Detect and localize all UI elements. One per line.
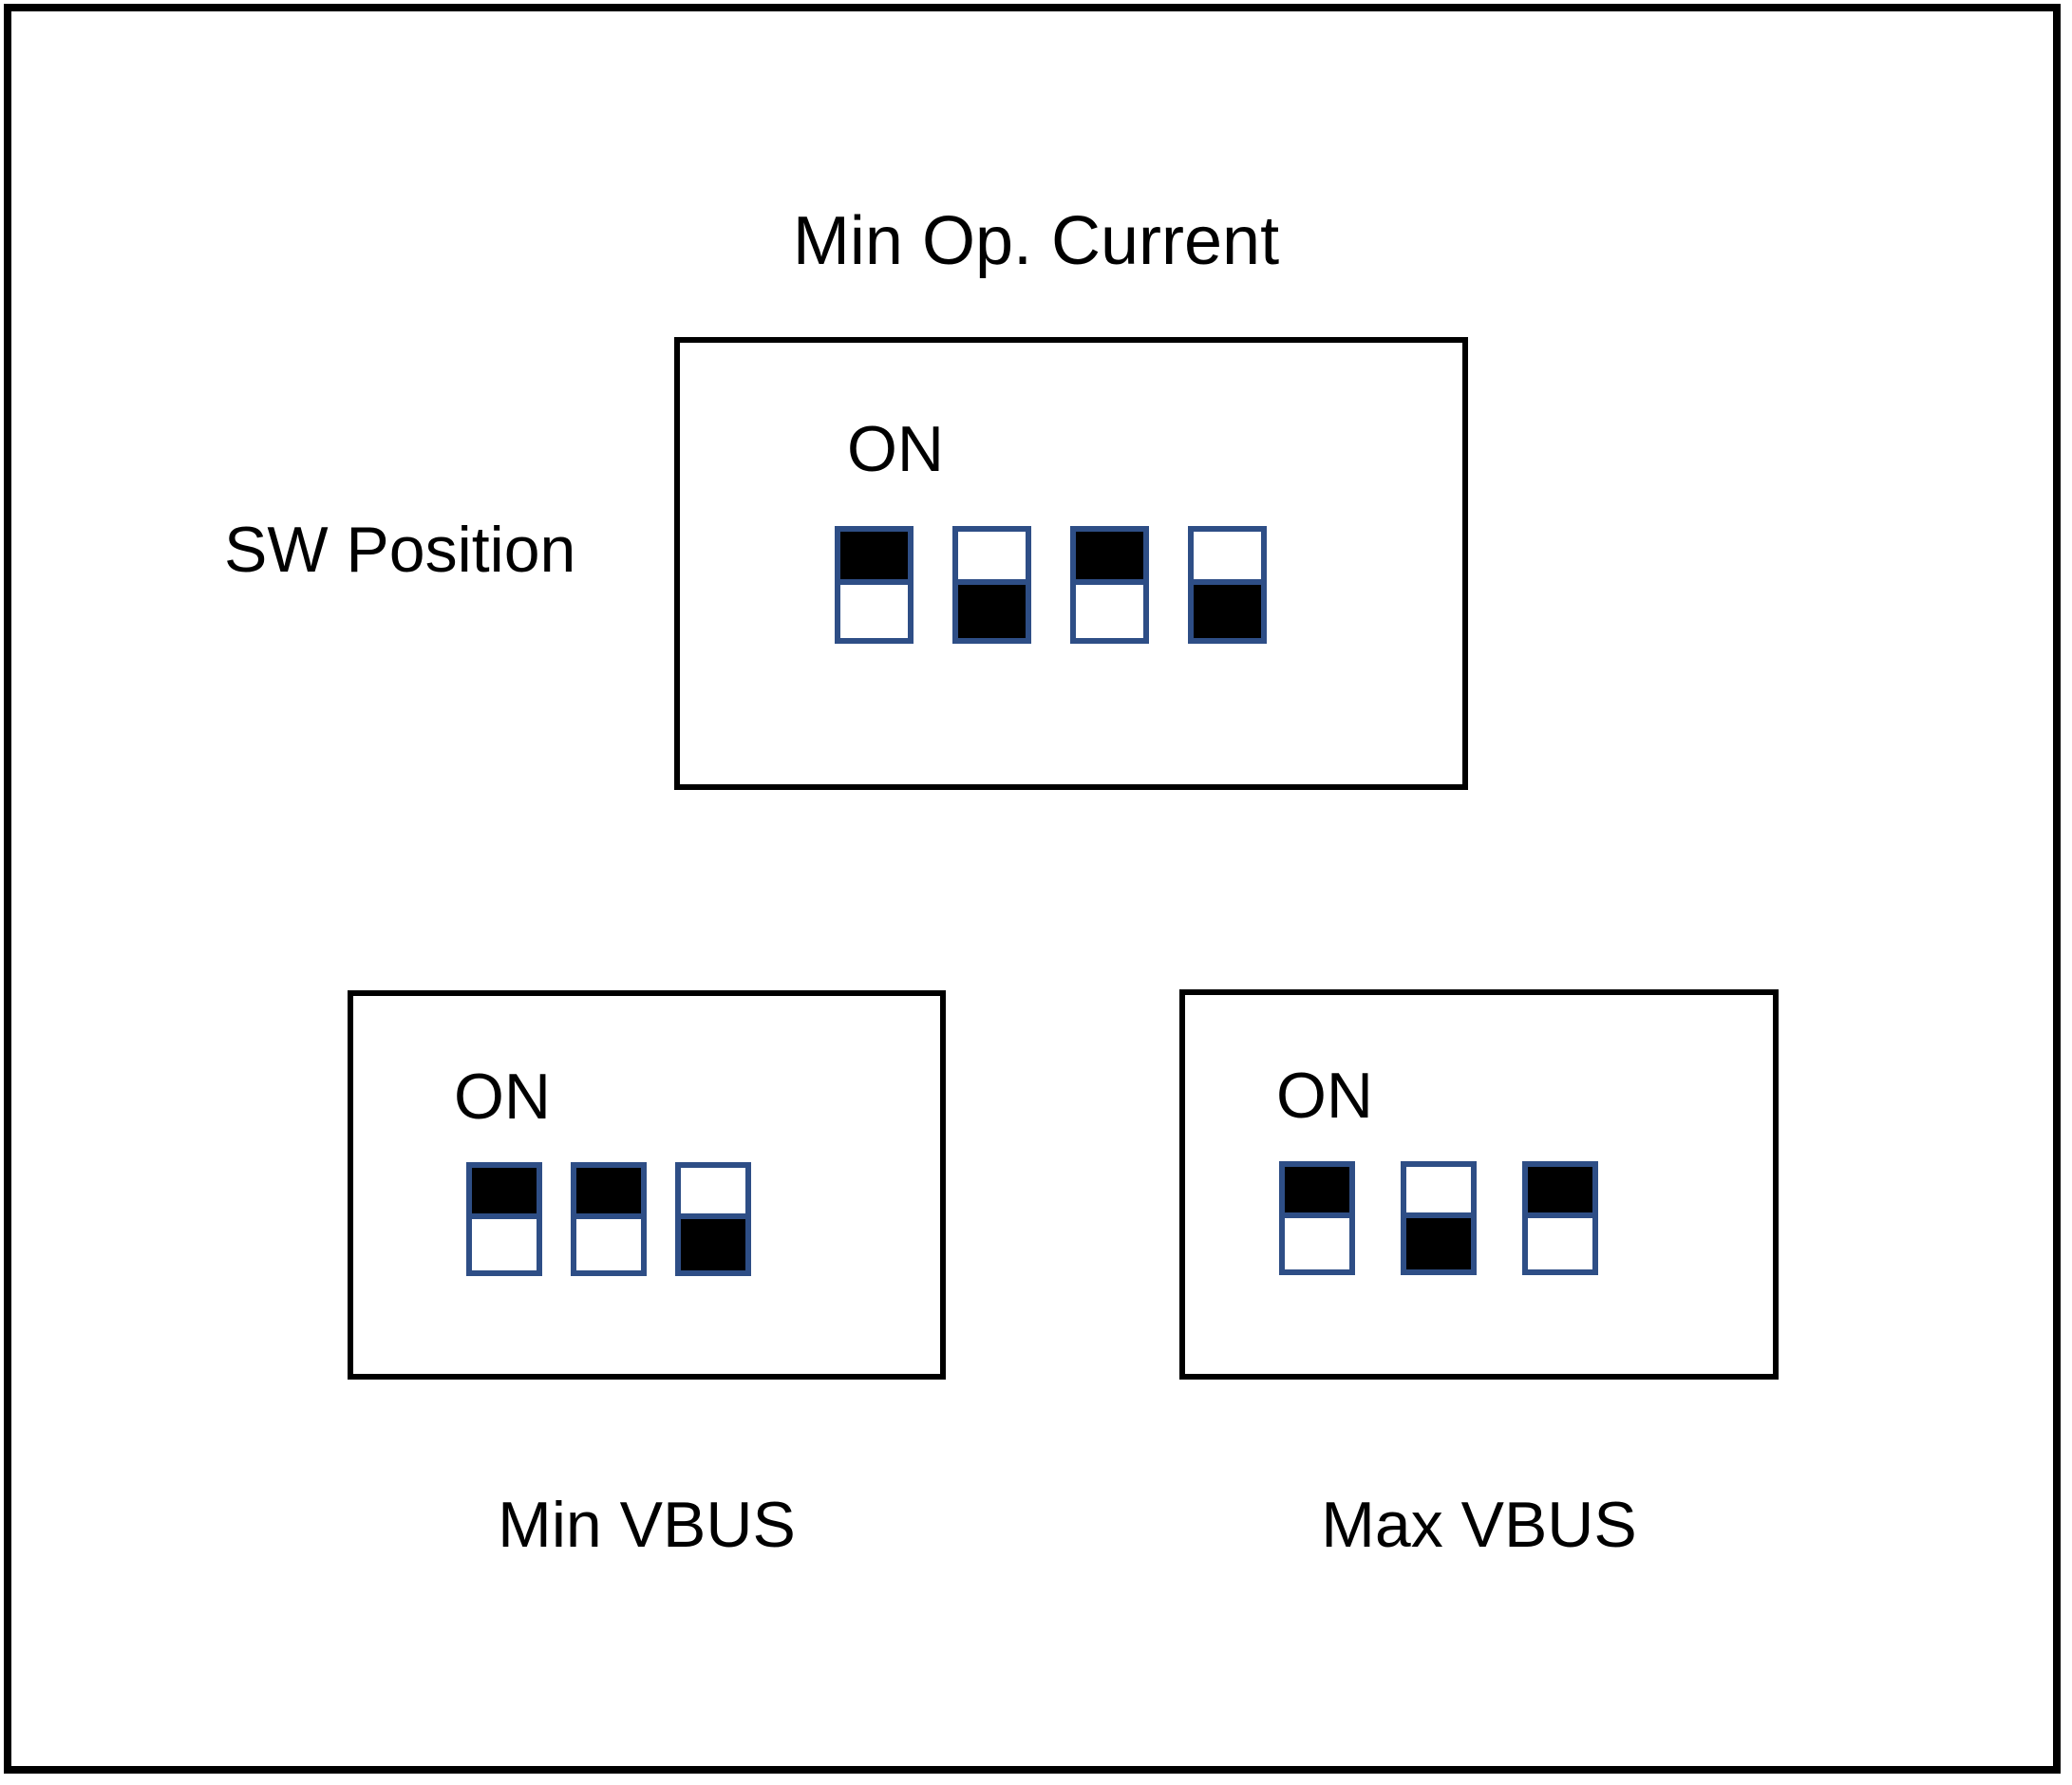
switch-top-half <box>1194 532 1261 585</box>
switch-row <box>835 526 1267 644</box>
sw-position-label: SW Position <box>224 514 576 586</box>
dip-switch-1[interactable] <box>466 1162 542 1276</box>
max-vbus-caption: Max VBUS <box>1321 1489 1637 1561</box>
dip-switch-2[interactable] <box>1401 1161 1477 1275</box>
switch-top-half <box>576 1168 641 1219</box>
switch-bottom-half <box>1194 585 1261 638</box>
switch-bottom-half <box>576 1219 641 1270</box>
switch-row <box>466 1162 751 1276</box>
dip-switch-bank-max-vbus[interactable]: ON <box>1179 989 1779 1380</box>
switch-bottom-half <box>681 1219 745 1270</box>
switch-bottom-half <box>1528 1218 1592 1269</box>
switch-row <box>1279 1161 1598 1275</box>
dip-switch-bank-min-vbus[interactable]: ON <box>348 990 946 1380</box>
switch-bottom-half <box>472 1219 537 1270</box>
switch-top-half <box>1528 1167 1592 1218</box>
switch-bottom-half <box>958 585 1026 638</box>
switch-top-half <box>681 1168 745 1219</box>
switch-top-half <box>958 532 1026 585</box>
dip-switch-1[interactable] <box>835 526 914 644</box>
min-vbus-caption: Min VBUS <box>498 1489 796 1561</box>
switch-bottom-half <box>840 585 908 638</box>
switch-bottom-half <box>1285 1218 1349 1269</box>
switch-top-half <box>472 1168 537 1219</box>
switch-bottom-half <box>1406 1218 1471 1269</box>
switch-top-half <box>1076 532 1143 585</box>
switch-top-half <box>1285 1167 1349 1218</box>
dip-switch-3[interactable] <box>1522 1161 1598 1275</box>
dip-switch-bank-min-op-current[interactable]: ON <box>674 337 1468 790</box>
dip-switch-2[interactable] <box>952 526 1031 644</box>
on-label: ON <box>847 413 944 485</box>
dip-switch-3[interactable] <box>675 1162 751 1276</box>
switch-bottom-half <box>1076 585 1143 638</box>
dip-switch-3[interactable] <box>1070 526 1149 644</box>
outer-frame <box>4 4 2061 1774</box>
switch-top-half <box>840 532 908 585</box>
page-title: Min Op. Current <box>792 203 1280 279</box>
dip-switch-4[interactable] <box>1188 526 1267 644</box>
switch-top-half <box>1406 1167 1471 1218</box>
dip-switch-1[interactable] <box>1279 1161 1355 1275</box>
on-label: ON <box>1276 1060 1373 1132</box>
dip-switch-2[interactable] <box>571 1162 647 1276</box>
on-label: ON <box>454 1061 551 1133</box>
